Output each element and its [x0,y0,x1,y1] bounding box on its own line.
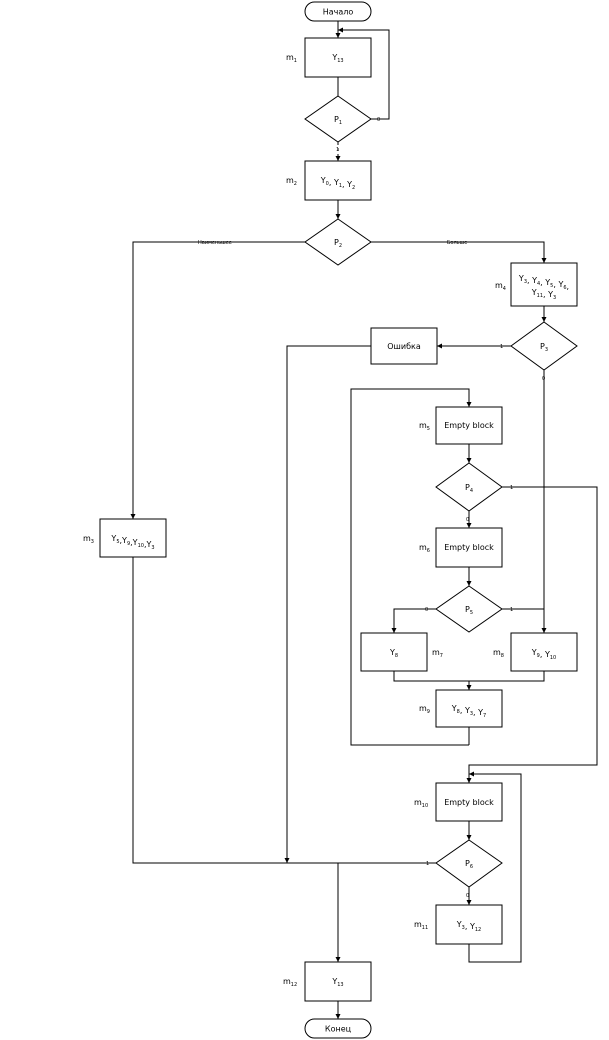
label-p2-left: Наименьшее [198,240,232,246]
label-p2-right: Больше [447,240,467,246]
decision-p4-label: P4 [465,483,473,494]
block-m11: Y3, Y12 m11 [414,904,503,945]
terminal-end-label: Конец [325,1025,352,1034]
terminal-start: Начало [304,1,372,22]
connectors [130,21,598,1019]
label-p4-false: 0 [466,517,469,523]
block-m2-mark: m2 [286,176,297,187]
decision-p6-label: P6 [465,859,473,870]
block-m12-text: Y13 [331,977,343,988]
label-p1-false: 0 [377,117,380,123]
block-error-text: Ошибка [387,342,421,351]
label-p5-true: 1 [510,607,513,613]
block-m7-text: Y8 [389,648,398,659]
terminal-start-label: Начало [323,8,354,17]
block-m4-mark: m4 [495,281,506,292]
block-m1-mark: m1 [286,53,297,64]
block-m1-text: Y13 [331,53,343,64]
block-m12: Y13 m12 [283,961,372,1002]
block-m6-mark: m6 [419,543,430,554]
edge-error-junction [284,345,371,863]
block-m3: Y5,Y9,Y10,Y3 m3 [83,518,167,558]
label-p4-true: 1 [510,485,513,491]
decision-p2-label: P2 [334,238,342,249]
decision-p5-label: P5 [465,605,473,616]
label-p6-false: 0 [466,893,469,899]
block-m7-mark: m7 [432,648,443,659]
block-m5-text: Empty block [444,421,494,430]
block-m8-mark: m8 [493,648,504,659]
block-m11-mark: m11 [414,920,428,931]
block-m10-mark: m10 [414,798,428,809]
block-m12-mark: m12 [283,977,297,988]
decision-p1-label: P1 [334,115,342,126]
block-m4: Y3, Y4, Y5, Y6, Y11, Y3 m4 [495,262,578,307]
edge-p2-m4 [371,241,547,263]
edge-loop-m5 [350,388,472,746]
decision-p3: P3 [510,321,578,371]
block-m2: Y0, Y1, Y2 m2 [286,160,372,201]
block-m5: Empty block m5 [419,406,503,445]
edge-p5-m7 [391,608,436,633]
edge-p6-junction [132,557,436,864]
decision-p6: P6 [435,839,503,888]
block-m2-text: Y0, Y1, Y2 [320,176,355,191]
block-m3-text: Y5,Y9,Y10,Y3 [110,534,154,551]
label-p1-true: 1 [336,147,339,153]
block-error: Ошибка [370,327,438,365]
edge-p2-m3 [130,241,305,519]
block-m11-text: Y3, Y12 [456,920,481,933]
edge-p4-m10 [466,486,598,783]
terminal-end: Конец [304,1018,372,1039]
label-p6-true: 1 [426,861,429,867]
decision-p1: P1 [304,95,372,143]
decision-p3-label: P3 [540,342,548,353]
label-p3-false: 0 [542,376,545,382]
label-p3-true: 1 [500,344,503,350]
block-m9: Y8, Y3, Y7 m9 [419,689,503,728]
block-m6-text: Empty block [444,543,494,552]
block-m10: Empty block m10 [414,782,503,822]
block-m1: Y13 m1 [286,37,372,78]
edge-labels: 0 1 Наименьшее Больше 1 0 1 0 0 1 1 0 [198,117,545,899]
label-p5-false: 0 [425,607,428,613]
block-m8: Y9, Y10 m8 [493,632,578,672]
decision-p2: P2 [304,218,372,266]
block-m7: Y8 m7 [360,632,443,672]
block-m9-text: Y8, Y3, Y7 [451,704,486,719]
decision-p5: P5 [435,585,503,633]
block-m9-mark: m9 [419,704,430,715]
block-m4-line1: Y3, Y4, Y5, Y6, [518,274,569,291]
block-m4-line2: Y11, Y3 [531,288,556,301]
decision-p4: P4 [435,462,503,512]
block-m3-mark: m3 [83,534,94,545]
edge-p1-loop [338,27,390,120]
edge-m7-merge [393,671,545,682]
block-m10-text: Empty block [444,798,494,807]
block-m5-mark: m5 [419,421,430,432]
block-m8-text: Y9, Y10 [531,648,556,661]
block-m6: Empty block m6 [419,527,503,568]
edge-m11-loop [468,771,522,963]
